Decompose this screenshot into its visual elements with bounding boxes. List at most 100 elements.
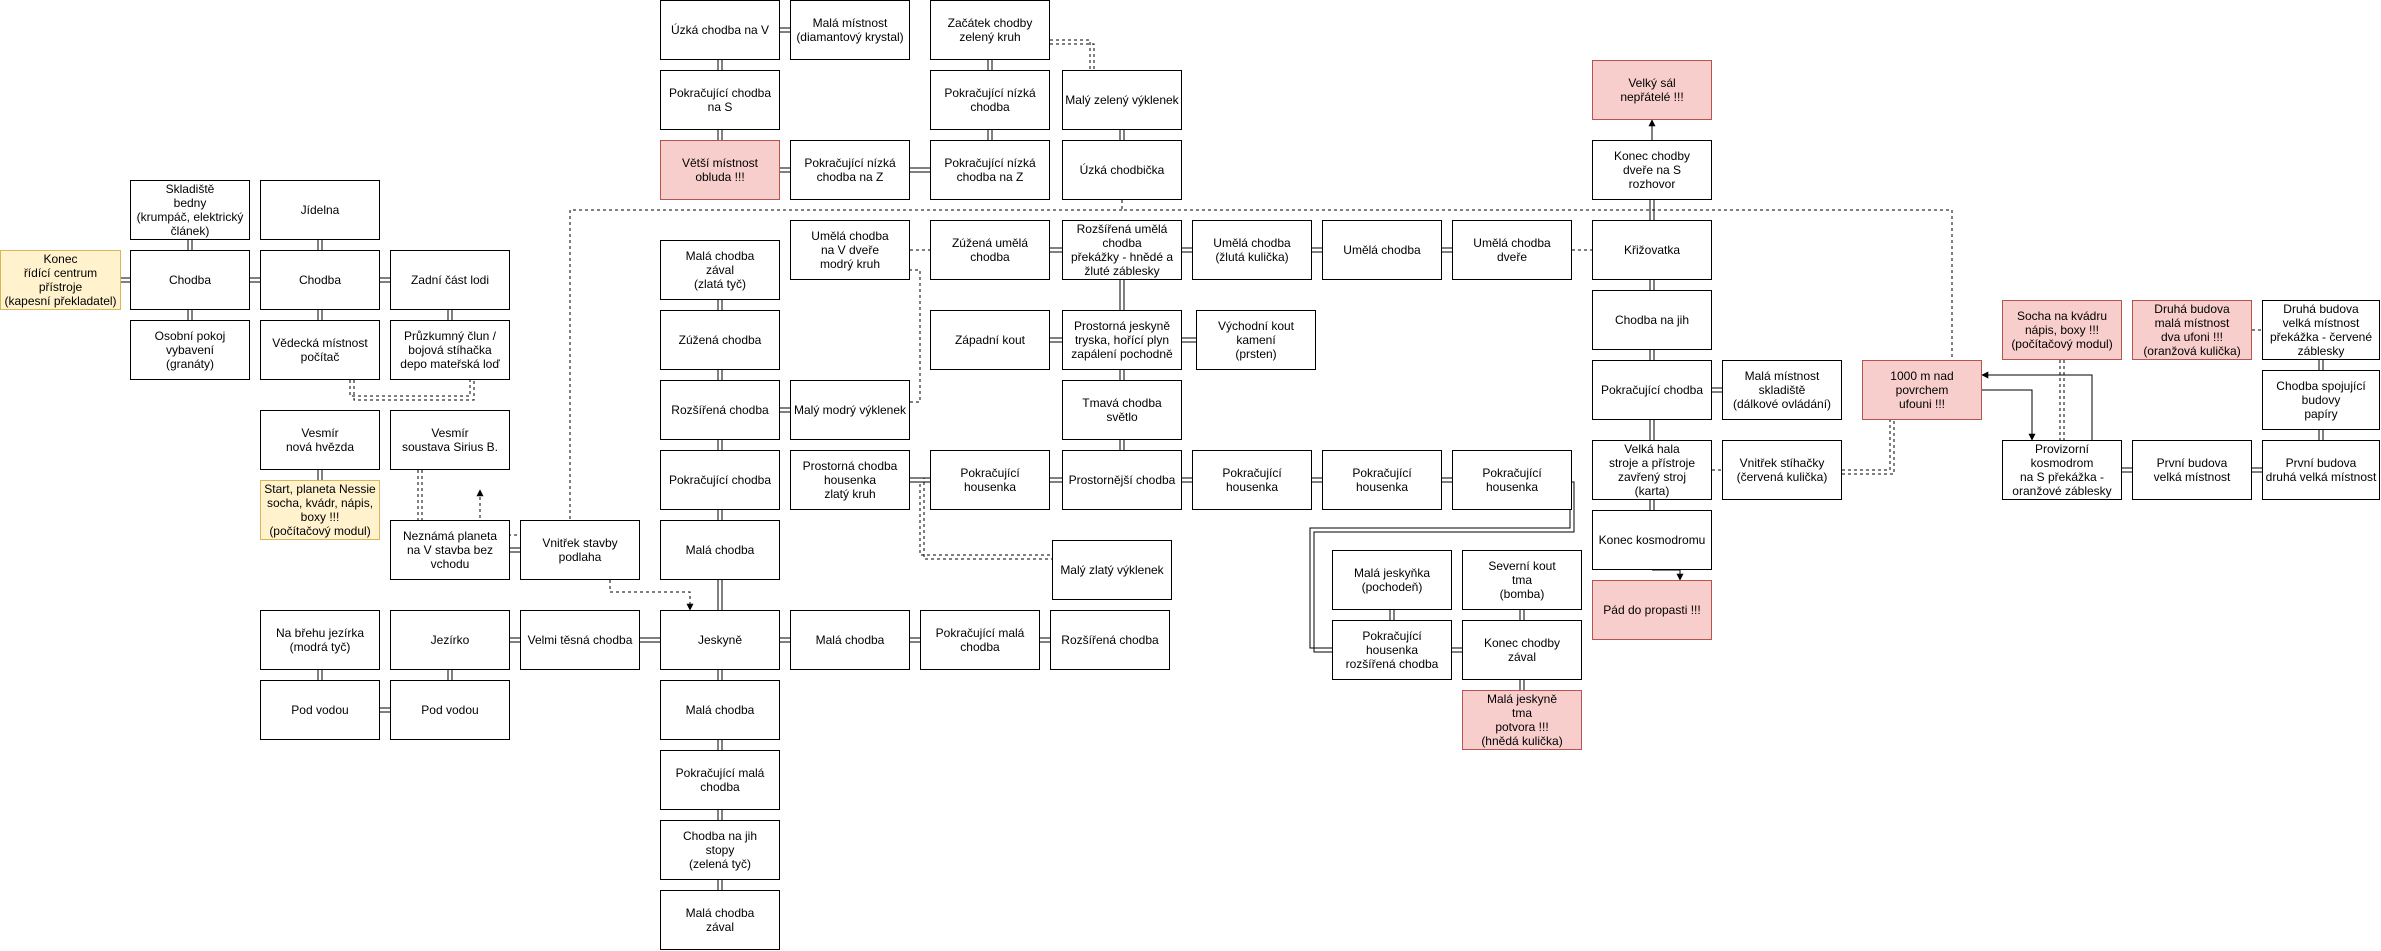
- node-konec-chodby-zaval: Konec chodby zával: [1462, 620, 1582, 680]
- node-label: Vesmír soustava Sirius B.: [401, 426, 499, 454]
- node-label: Rozšířená chodba: [671, 403, 769, 417]
- node-label: Pokračující malá chodba: [675, 766, 765, 794]
- dashed-link: [910, 269, 921, 403]
- node-label: Pokračující malá chodba: [935, 626, 1025, 654]
- node-pod-vodou1: Pod vodou: [260, 680, 380, 740]
- node-label: Chodba: [298, 273, 342, 287]
- node-chodba1: Chodba: [130, 250, 250, 310]
- node-label: Prostorná jeskyně tryska, hořící plyn za…: [1071, 319, 1173, 361]
- node-label: Chodba na jih stopy (zelená tyč): [682, 829, 758, 871]
- node-rozsirena-ch: Rozšířená chodba: [660, 380, 780, 440]
- node-druha-mala: Druhá budova malá místnost dva ufoni !!!…: [2132, 300, 2252, 360]
- dashed-link: [1121, 200, 1953, 360]
- node-label: Vnitřek stavby podlaha: [542, 536, 618, 564]
- node-skladiste: Skladiště bedny (krumpáč, elektrický člá…: [130, 180, 250, 240]
- node-label: Průzkumný člun / bojová stíhačka depo ma…: [400, 329, 500, 371]
- node-label: Západní kout: [954, 333, 1026, 347]
- node-pokr-chodba2: Pokračující chodba: [1592, 360, 1712, 420]
- node-vetsi-misto: Větší místnost obluda !!!: [660, 140, 780, 200]
- dashed-link: [349, 380, 471, 397]
- node-label: Malá chodba: [685, 543, 755, 557]
- node-maly-modry: Malý modrý výklenek: [790, 380, 910, 440]
- node-konec-kosmodromu: Konec kosmodromu: [1592, 510, 1712, 570]
- node-label: Tmavá chodba světlo: [1082, 396, 1162, 424]
- node-label: 1000 m nad povrchem ufouni !!!: [1890, 369, 1954, 411]
- node-label: Pokračující housenka rozšířená chodba: [1345, 629, 1439, 671]
- node-label: Vědecká místnost počítač: [272, 336, 368, 364]
- node-label: Konec chodby dveře na S rozhovor: [1613, 149, 1691, 191]
- dashed-link: [1842, 420, 1895, 475]
- node-label: Pokračující housenka: [1222, 466, 1282, 494]
- node-label: Malá chodba zával (zlatá tyč): [685, 249, 755, 291]
- node-velka-hala: Velká hala stroje a přístroje zavřený st…: [1592, 440, 1712, 500]
- node-umela: Umělá chodba: [1322, 220, 1442, 280]
- dashed-link: [353, 380, 475, 401]
- node-label: Větší místnost obluda !!!: [681, 156, 759, 184]
- node-label: Konec řídící centrum přístroje (kapesní …: [4, 252, 117, 308]
- node-start: Start, planeta Nessie socha, kvádr, nápi…: [260, 480, 380, 540]
- node-uml-v-dvere: Umělá chodba na V dveře modrý kruh: [790, 220, 910, 280]
- node-label: Chodba na jih: [1614, 313, 1690, 327]
- node-label: Pokračující chodba: [1600, 383, 1704, 397]
- arrow-link: [1982, 389, 2036, 441]
- node-prvni-velka: První budova velká místnost: [2132, 440, 2252, 500]
- node-label: Provizorní kosmodrom na S překážka - ora…: [2012, 442, 2112, 498]
- node-pod-vodou2: Pod vodou: [390, 680, 510, 740]
- node-label: Pokračující housenka: [1352, 466, 1412, 494]
- node-pokr-nizka: Pokračující nízká chodba: [930, 70, 1050, 130]
- node-label: Pod vodou: [421, 703, 479, 717]
- node-prvni-druha: První budova druhá velká místnost: [2262, 440, 2380, 500]
- node-jidelna: Jídelna: [260, 180, 380, 240]
- node-rozsirena-ch2: Rozšířená chodba: [1050, 610, 1170, 670]
- node-label: Malá místnost (diamantový krystal): [796, 16, 904, 44]
- node-label: Malá jeskyně tma potvora !!! (hnědá kuli…: [1481, 692, 1563, 748]
- node-jeskyne: Jeskyně: [660, 610, 780, 670]
- node-label: Chodba spojující budovy papíry: [2276, 379, 2366, 421]
- node-tmava-chodba: Tmavá chodba světlo: [1062, 380, 1182, 440]
- node-pruzkumny: Průzkumný člun / bojová stíhačka depo ma…: [390, 320, 510, 380]
- node-label: Jezírko: [430, 633, 470, 647]
- node-mala-chodba1: Malá chodba: [660, 520, 780, 580]
- node-label: Křižovatka: [1623, 243, 1681, 257]
- node-chodba-jih-stopy: Chodba na jih stopy (zelená tyč): [660, 820, 780, 880]
- node-label: Úzká chodba na V: [670, 23, 770, 37]
- node-neznama: Neznámá planeta na V stavba bez vchodu: [390, 520, 510, 580]
- node-label: Vesmír nová hvězda: [285, 426, 355, 454]
- node-na-brehu: Na břehu jezírka (modrá tyč): [260, 610, 380, 670]
- node-pokr-housenka-rozs: Pokračující housenka rozšířená chodba: [1332, 620, 1452, 680]
- node-pokr-mala: Pokračující malá chodba: [920, 610, 1040, 670]
- node-label: Zadní část lodi: [410, 273, 490, 287]
- dashed-link: [910, 477, 1052, 560]
- node-label: Malá chodba zával: [685, 906, 755, 934]
- node-pokr-chodba-s: Pokračující chodba na S: [660, 70, 780, 130]
- node-mala-zaval: Malá chodba zával (zlatá tyč): [660, 240, 780, 300]
- node-maly-zlaty: Malý zlatý výklenek: [1052, 540, 1172, 600]
- node-label: První budova druhá velká místnost: [2265, 456, 2377, 484]
- node-label: Malý zelený výklenek: [1065, 93, 1179, 107]
- node-mala-jeskynka: Malá jeskyňka (pochodeň): [1332, 550, 1452, 610]
- node-label: Skladiště bedny (krumpáč, elektrický člá…: [136, 182, 244, 238]
- node-vedecka: Vědecká místnost počítač: [260, 320, 380, 380]
- node-label: Malá chodba: [815, 633, 885, 647]
- node-osobni: Osobní pokoj vybavení (granáty): [130, 320, 250, 380]
- node-label: Malá jeskyňka (pochodeň): [1353, 566, 1431, 594]
- node-label: Pokračující chodba: [668, 473, 772, 487]
- node-m1000: 1000 m nad povrchem ufouni !!!: [1862, 360, 1982, 420]
- node-mala-diamant: Malá místnost (diamantový krystal): [790, 0, 910, 60]
- node-pokr-nizka-z1: Pokračující nízká chodba na Z: [790, 140, 910, 200]
- node-label: Vnitřek stíhačky (červená kulička): [1736, 456, 1828, 484]
- node-label: Konec chodby zával: [1483, 636, 1561, 664]
- arrow-link: [1652, 569, 1684, 581]
- node-label: Konec kosmodromu: [1598, 533, 1706, 547]
- node-label: Pokračující nízká chodba na Z: [804, 156, 896, 184]
- node-umela-zluta: Umělá chodba (žlutá kulička): [1192, 220, 1312, 280]
- node-label: Pokračující housenka: [960, 466, 1020, 494]
- node-pokr-nizka-z2: Pokračující nízká chodba na Z: [930, 140, 1050, 200]
- node-label: Osobní pokoj vybavení (granáty): [154, 329, 226, 371]
- node-pad-propasti: Pád do propasti !!!: [1592, 580, 1712, 640]
- node-krizovatka: Křižovatka: [1592, 220, 1712, 280]
- node-zadni: Zadní část lodi: [390, 250, 510, 310]
- node-pokr-housenka2: Pokračující housenka: [1192, 450, 1312, 510]
- node-mala-chodba3: Malá chodba: [660, 680, 780, 740]
